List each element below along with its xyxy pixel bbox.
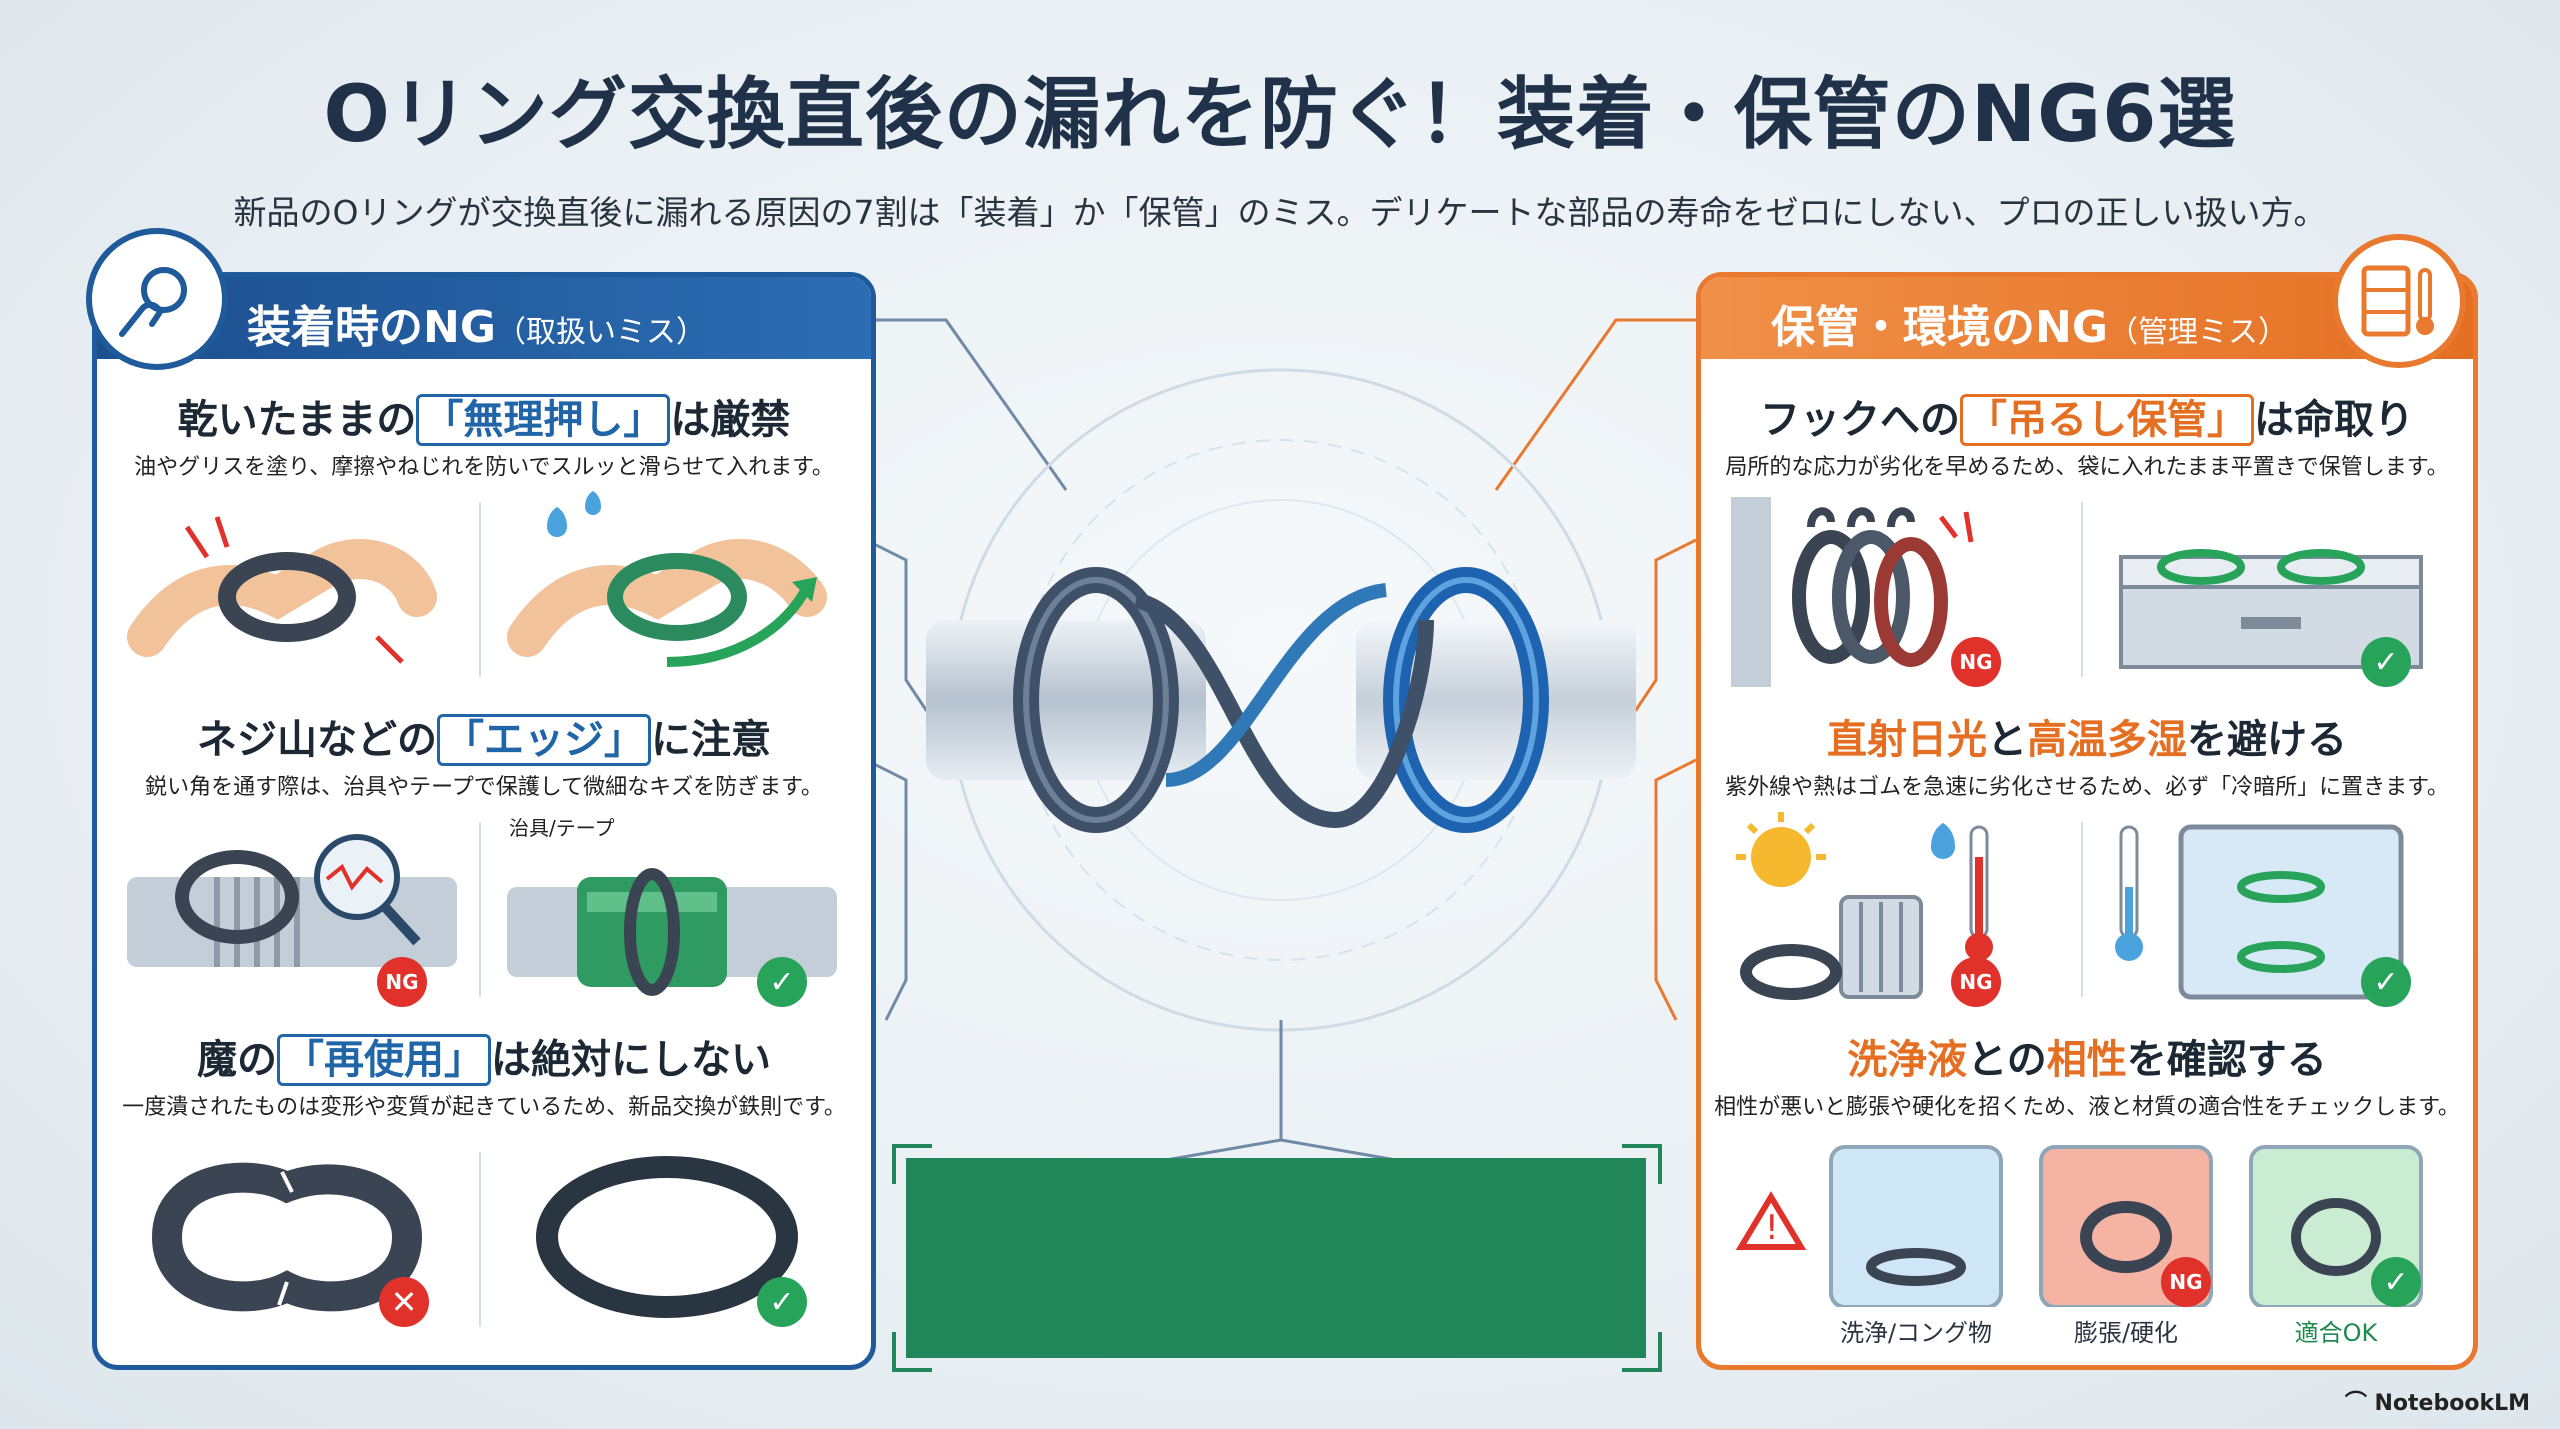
right-sec3-desc: 相性が悪いと膨張や硬化を招くため、液と材質の適合性をチェックします。	[1714, 1095, 2460, 1120]
right-sec3-title: 洗浄液との相性を確認する	[1847, 1037, 2327, 1083]
right-panel: 保管・環境のNG（管理ミス） フックへの「吊るし保管」は命取り 局所的な応力が劣…	[1696, 272, 2478, 1370]
left-sec1-desc: 油やグリスを塗り、摩擦やねじれを防いでスルッと滑らせて入れます。	[134, 455, 834, 480]
right-sec2-ok-mark: ✓	[2361, 957, 2411, 1007]
right-sec2-title: 直射日光と高温多湿を避ける	[1827, 717, 2347, 763]
left-sec2-ok-mark: ✓	[757, 957, 807, 1007]
hook-hanging-illustration	[1731, 497, 1974, 687]
lubricated-push-illustration	[507, 491, 827, 667]
left-panel-title-sub: （取扱いミス）	[495, 315, 706, 350]
left-sec2-divider	[479, 822, 481, 997]
new-ring-illustration	[536, 1156, 798, 1318]
summary-box	[906, 1158, 1646, 1358]
cabinet-thermometer-icon	[2361, 265, 2434, 337]
jig-tape-illustration	[507, 868, 837, 996]
page-title: Oリング交換直後の漏れを防ぐ！装着・保管のNG6選	[323, 70, 2237, 160]
right-sec2-ng-mark: NG	[1951, 957, 2001, 1007]
svg-text:!: !	[1765, 1208, 1779, 1248]
left-panel-title: 装着時のNG（取扱いミス）	[247, 291, 706, 355]
beaker-caption-swelling: 膨張/硬化	[2073, 1319, 2179, 1347]
right-panel-title: 保管・環境のNG（管理ミス）	[1771, 291, 2288, 355]
right-sec1-divider	[2081, 502, 2083, 677]
right-sec3-ng-mark: NG	[2161, 1257, 2211, 1307]
jig-tape-label: 治具/テープ	[509, 816, 615, 840]
left-sec3-ok-mark: ✓	[757, 1277, 807, 1327]
left-sec2-title: ネジ山などの「エッジ」に注意	[97, 707, 871, 766]
right-sec1-ok-mark: ✓	[2361, 637, 2411, 687]
deformed-ring-illustration	[151, 1162, 423, 1312]
right-sec3-ok-mark: ✓	[2371, 1257, 2421, 1307]
hand-ring-icon	[119, 267, 187, 337]
right-sec2-divider	[2081, 822, 2083, 997]
left-sec2-ng-mark: NG	[377, 957, 427, 1007]
right-sec2-desc: 紫外線や熱はゴムを急速に劣化させるため、必ず「冷暗所」に置きます。	[1725, 775, 2449, 800]
left-panel-title-main: 装着時のNG	[247, 302, 496, 353]
beakers-illustration: !	[1735, 1145, 2423, 1307]
summary-frame	[892, 1144, 1662, 1372]
left-panel-badge	[86, 228, 228, 370]
left-sec3-title: 魔の「再使用」は絶対にしない	[97, 1027, 871, 1086]
page-subtitle: 新品のOリングが交換直後に漏れる原因の7割は「装着」か「保管」のミス。デリケート…	[233, 193, 2327, 232]
thread-edge-illustration	[127, 834, 457, 967]
notebook-icon: ⌒	[2344, 1391, 2375, 1416]
left-sec1-title: 乾いたままの「無理押し」は厳禁	[97, 387, 871, 446]
brand-text: NotebookLM	[2374, 1391, 2530, 1416]
right-panel-title-main: 保管・環境のNG	[1771, 302, 2108, 353]
right-sec1-desc: 局所的な応力が劣化を早めるため、袋に入れたまま平置きで保管します。	[1725, 455, 2449, 480]
left-sec1-divider	[479, 502, 481, 677]
cool-storage-illustration	[2115, 824, 2404, 1000]
right-panel-badge	[2332, 234, 2466, 368]
brand-label: ⌒ NotebookLM	[2345, 1385, 2530, 1417]
center-illustration	[866, 318, 1696, 1162]
beaker-caption-cleaning: 洗浄/コング物	[1839, 1319, 1993, 1347]
right-sec1-ng-mark: NG	[1951, 637, 2001, 687]
left-sec3-divider	[479, 1152, 481, 1327]
dry-push-illustration	[127, 516, 437, 664]
right-panel-title-sub: （管理ミス）	[2107, 315, 2288, 350]
right-sec1-title: フックへの「吊るし保管」は命取り	[1701, 387, 2473, 446]
left-sec3-desc: 一度潰されたものは変形や変質が起きているため、新品交換が鉄則です。	[122, 1095, 846, 1120]
beaker-caption-ok: 適合OK	[2294, 1319, 2378, 1347]
left-sec2-desc: 鋭い角を通す際は、治具やテープで保護して微細なキズを防ぎます。	[145, 775, 823, 800]
left-panel: 装着時のNG（取扱いミス） 乾いたままの「無理押し」は厳禁 油やグリスを塗り、摩…	[92, 272, 876, 1370]
left-sec3-x-mark: ✕	[379, 1277, 429, 1327]
sun-heat-illustration	[1736, 812, 1993, 1000]
left-panel-header: 装着時のNG（取扱いミス）	[97, 277, 871, 359]
